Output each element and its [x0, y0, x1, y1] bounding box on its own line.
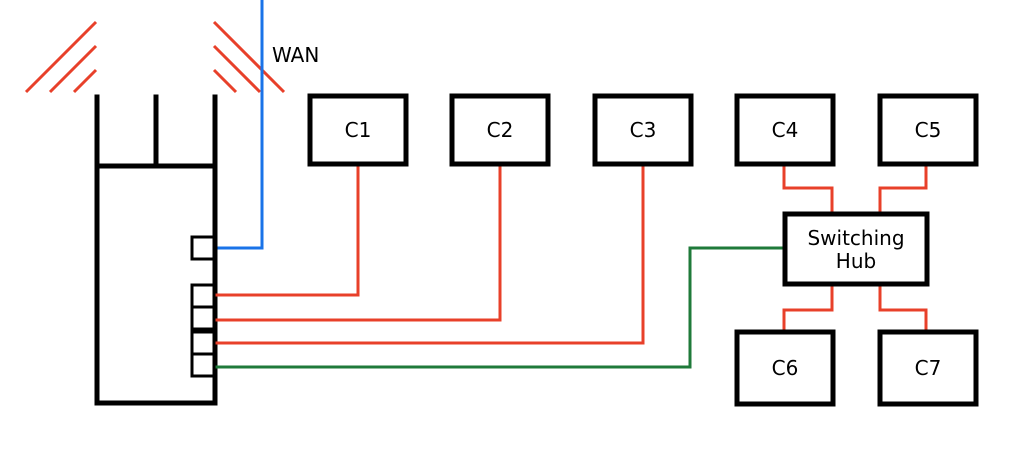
- client-c4: C4: [734, 93, 836, 167]
- client-c5-label: C5: [915, 118, 942, 142]
- switching-hub: Switching Hub: [782, 211, 930, 287]
- hub-label-line2: Hub: [836, 249, 876, 273]
- router-ports: [190, 235, 216, 378]
- wire-c4: [782, 166, 834, 214]
- client-c1-label: C1: [345, 118, 372, 142]
- lan-port-1: [190, 283, 216, 309]
- wan-port: [190, 235, 216, 261]
- lan-port-3: [190, 330, 216, 356]
- wire-c5: [878, 166, 928, 214]
- client-c1: C1: [307, 93, 409, 167]
- client-c7-label: C7: [915, 356, 942, 380]
- wire-c6: [782, 285, 834, 332]
- hub-label-line1: Switching: [807, 226, 904, 250]
- wire-c2: [192, 166, 502, 322]
- wan-line: [192, 0, 264, 250]
- client-c3-label: C3: [630, 118, 657, 142]
- wire-c1: [192, 166, 360, 297]
- client-c6: C6: [734, 329, 836, 407]
- client-c2: C2: [449, 93, 551, 167]
- wire-c7: [878, 285, 928, 332]
- wireless-signal-right: [212, 20, 286, 94]
- client-c3: C3: [592, 93, 694, 167]
- wire-c3: [192, 166, 645, 345]
- client-c6-label: C6: [772, 356, 799, 380]
- wireless-signal-left: [24, 20, 98, 94]
- client-c4-label: C4: [772, 118, 799, 142]
- client-c7: C7: [877, 329, 979, 407]
- lan-port-2: [190, 305, 216, 331]
- client-c5: C5: [877, 93, 979, 167]
- wan-label: WAN: [272, 43, 319, 67]
- wire-hub-uplink: [192, 246, 784, 369]
- client-c2-label: C2: [487, 118, 514, 142]
- lan-port-4: [190, 352, 216, 378]
